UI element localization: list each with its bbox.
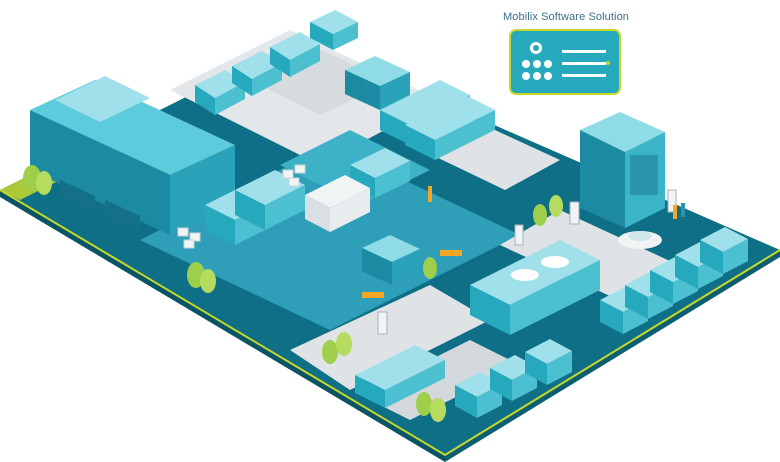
vehicle-fleet xyxy=(195,10,748,418)
box-truck xyxy=(305,175,370,232)
camper-van xyxy=(270,32,320,77)
bus xyxy=(405,95,495,160)
camper-van xyxy=(235,170,305,230)
car-transporter xyxy=(470,240,600,335)
barriers xyxy=(362,250,462,298)
utility-shed xyxy=(345,56,420,285)
software-solution-label: Mobilix Software Solution xyxy=(503,11,630,23)
people xyxy=(428,186,685,219)
trees xyxy=(23,165,563,422)
software-app-icon xyxy=(509,29,621,95)
ev-charger-icon xyxy=(377,189,677,335)
camper-van xyxy=(525,339,572,385)
office-tower xyxy=(580,112,665,228)
white-car xyxy=(618,231,662,249)
cargo-pallets xyxy=(177,164,306,249)
camper-van xyxy=(232,51,282,96)
bus xyxy=(355,345,445,408)
camper-van xyxy=(700,227,748,274)
camper-van xyxy=(310,10,358,50)
